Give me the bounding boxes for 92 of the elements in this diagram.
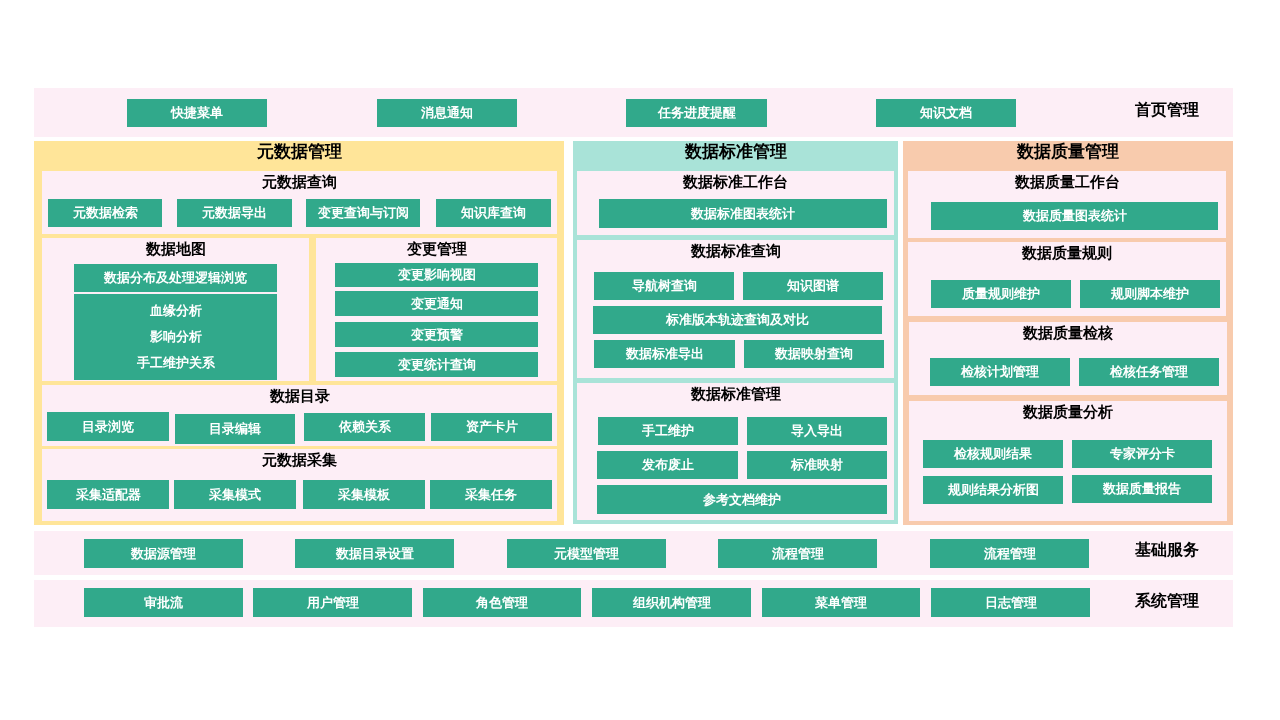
submodule-title: 数据目录 bbox=[269, 387, 330, 406]
module-panel bbox=[34, 141, 564, 525]
function-box: 数据目录设置 bbox=[295, 539, 454, 568]
layer-title: 首页管理 bbox=[1135, 99, 1199, 121]
function-box: 数据映射查询 bbox=[744, 340, 884, 368]
submodule-title: 数据地图 bbox=[145, 240, 206, 259]
function-box: 组织机构管理 bbox=[592, 588, 751, 617]
function-box: 目录浏览 bbox=[47, 412, 169, 441]
submodule-panel bbox=[577, 383, 894, 520]
function-box: 元数据检索 bbox=[48, 199, 162, 227]
submodule-title: 变更管理 bbox=[406, 240, 467, 259]
module-title: 数据标准管理 bbox=[684, 140, 787, 163]
submodule-panel bbox=[909, 322, 1227, 395]
function-box: 知识图谱 bbox=[743, 272, 883, 300]
function-box: 变更预警 bbox=[335, 322, 538, 347]
submodule-title: 数据质量检核 bbox=[1023, 324, 1113, 343]
function-box: 变更通知 bbox=[335, 291, 538, 316]
submodule-panel bbox=[577, 240, 894, 378]
function-box: 变更查询与订阅 bbox=[306, 199, 420, 227]
function-box bbox=[74, 294, 277, 380]
function-box: 流程管理 bbox=[930, 539, 1089, 568]
layer-band bbox=[34, 88, 1233, 137]
submodule-title: 数据质量工作台 bbox=[1014, 173, 1120, 192]
function-box: 数据分布及处理逻辑浏览 bbox=[74, 264, 277, 292]
submodule-panel bbox=[908, 171, 1226, 238]
submodule-panel bbox=[316, 238, 557, 381]
function-box: 规则脚本维护 bbox=[1080, 280, 1220, 308]
submodule-panel bbox=[42, 449, 557, 521]
function-box: 导入导出 bbox=[747, 417, 887, 445]
function-box: 菜单管理 bbox=[762, 588, 920, 617]
function-box: 采集适配器 bbox=[47, 480, 169, 509]
function-box: 发布废止 bbox=[597, 451, 738, 479]
function-box: 数据质量报告 bbox=[1072, 475, 1212, 503]
function-box: 数据质量图表统计 bbox=[931, 202, 1218, 230]
function-box: 角色管理 bbox=[423, 588, 581, 617]
function-box: 标准版本轨迹查询及对比 bbox=[593, 306, 882, 334]
layer-title: 基础服务 bbox=[1135, 540, 1199, 562]
function-box: 用户管理 bbox=[253, 588, 412, 617]
function-box: 专家评分卡 bbox=[1072, 440, 1212, 468]
submodule-panel bbox=[42, 238, 309, 381]
submodule-panel bbox=[908, 242, 1226, 316]
function-box: 快捷菜单 bbox=[127, 99, 267, 127]
submodule-title: 数据标准管理 bbox=[690, 385, 781, 404]
function-box: 变更影响视图 bbox=[335, 263, 538, 287]
function-box: 知识文档 bbox=[876, 99, 1016, 127]
layer-title: 系统管理 bbox=[1135, 590, 1199, 612]
function-box: 日志管理 bbox=[931, 588, 1090, 617]
function-box: 数据源管理 bbox=[84, 539, 243, 568]
function-box: 任务进度提醒 bbox=[626, 99, 767, 127]
function-box: 变更统计查询 bbox=[335, 352, 538, 377]
function-box: 规则结果分析图 bbox=[923, 476, 1063, 504]
function-box: 依赖关系 bbox=[304, 413, 425, 441]
module-panel bbox=[573, 141, 898, 524]
function-box: 流程管理 bbox=[718, 539, 877, 568]
submodule-title: 元数据查询 bbox=[262, 173, 337, 192]
function-box: 检核规则结果 bbox=[923, 440, 1063, 468]
function-box: 资产卡片 bbox=[431, 413, 552, 441]
function-box: 参考文档维护 bbox=[597, 485, 887, 514]
submodule-title: 元数据采集 bbox=[262, 451, 337, 470]
function-box: 采集模式 bbox=[174, 480, 296, 509]
submodule-panel bbox=[577, 171, 894, 235]
function-box: 质量规则维护 bbox=[931, 280, 1071, 308]
function-label: 影响分析 bbox=[149, 328, 202, 346]
function-box: 手工维护 bbox=[598, 417, 738, 445]
function-box: 检核任务管理 bbox=[1079, 358, 1219, 386]
module-panel bbox=[903, 141, 1233, 525]
submodule-panel bbox=[42, 385, 557, 446]
function-box: 消息通知 bbox=[377, 99, 517, 127]
function-box: 采集模板 bbox=[303, 480, 425, 509]
submodule-panel bbox=[42, 171, 557, 234]
function-box: 检核计划管理 bbox=[930, 358, 1070, 386]
submodule-title: 数据标准查询 bbox=[690, 242, 781, 261]
submodule-title: 数据质量分析 bbox=[1023, 403, 1113, 422]
module-title: 元数据管理 bbox=[256, 140, 342, 163]
function-box: 元模型管理 bbox=[507, 539, 666, 568]
layer-band bbox=[34, 580, 1233, 627]
function-box: 目录编辑 bbox=[175, 414, 295, 444]
submodule-title: 数据标准工作台 bbox=[683, 173, 788, 192]
submodule-panel bbox=[909, 401, 1227, 521]
function-box: 数据标准图表统计 bbox=[599, 199, 887, 228]
function-box: 标准映射 bbox=[747, 451, 887, 479]
function-box: 采集任务 bbox=[430, 480, 552, 509]
function-box: 元数据导出 bbox=[177, 199, 292, 227]
submodule-title: 数据质量规则 bbox=[1022, 244, 1112, 263]
function-label: 血缘分析 bbox=[149, 302, 202, 320]
function-box: 知识库查询 bbox=[436, 199, 551, 227]
function-box: 数据标准导出 bbox=[594, 340, 735, 368]
layer-band bbox=[34, 531, 1233, 575]
function-box: 审批流 bbox=[84, 588, 243, 617]
function-box: 导航树查询 bbox=[594, 272, 734, 300]
module-title: 数据质量管理 bbox=[1017, 140, 1119, 163]
function-label: 手工维护关系 bbox=[136, 354, 215, 372]
